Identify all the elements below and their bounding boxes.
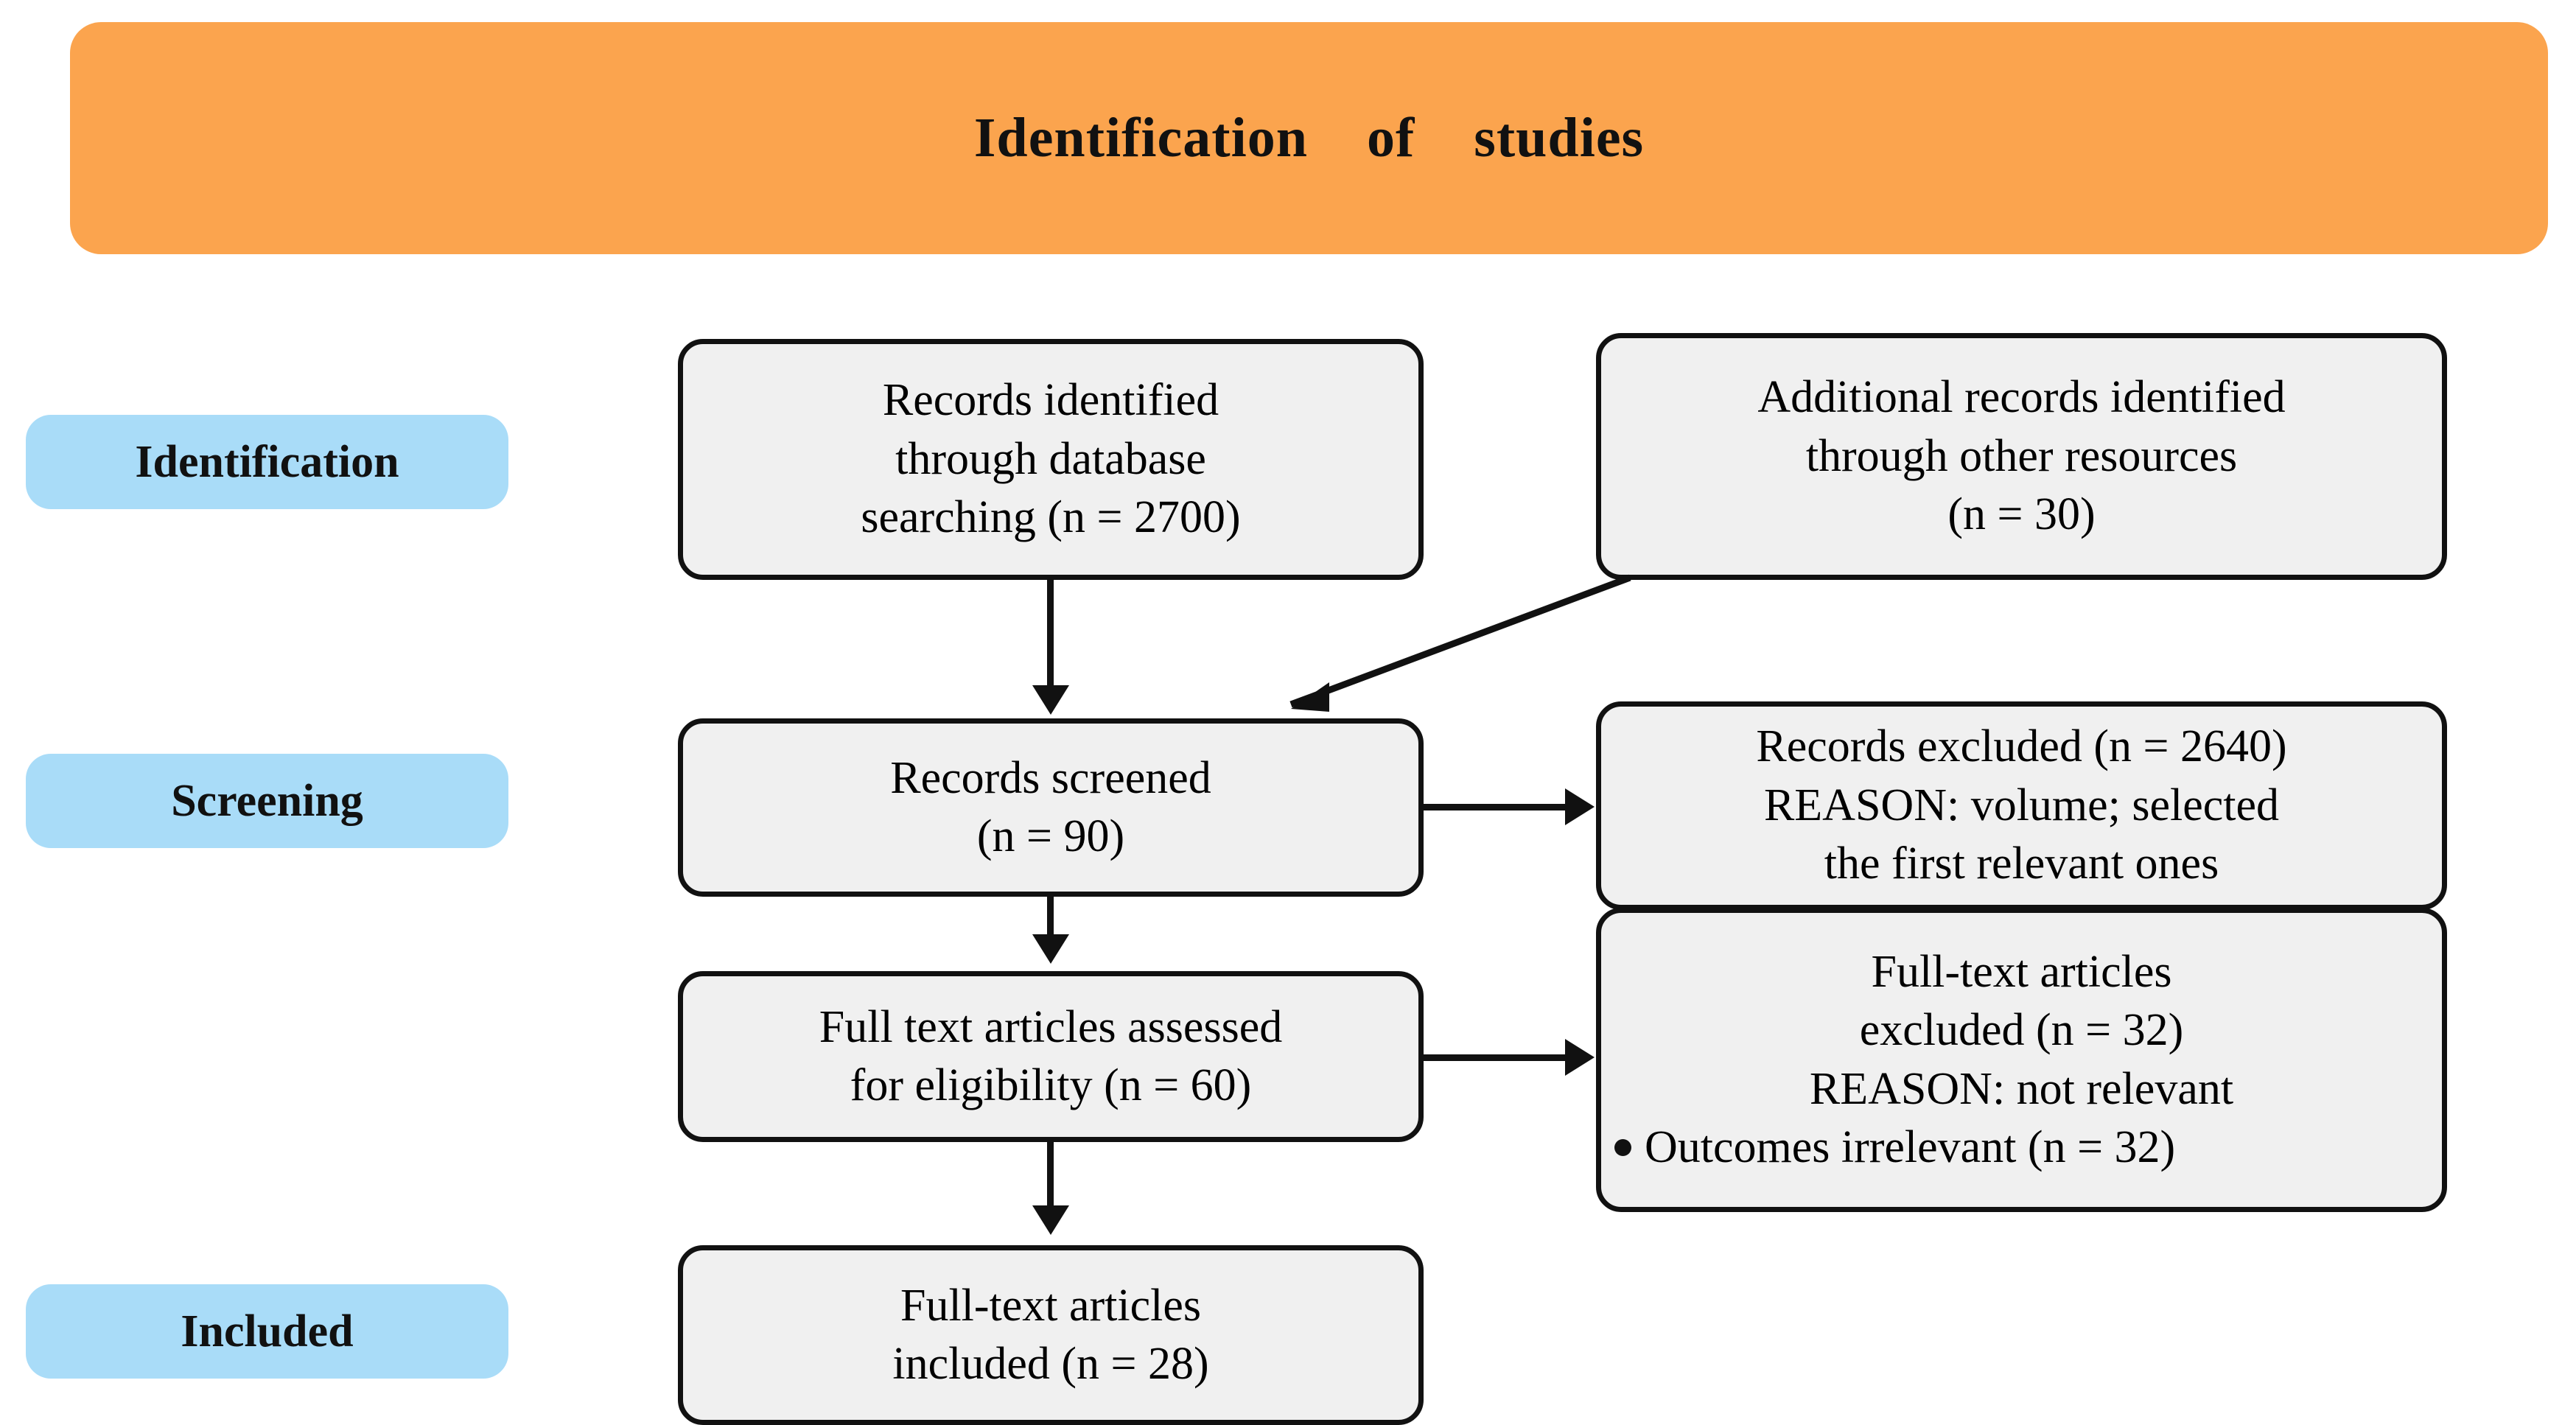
flow-box-fulltext-excluded: Full-text articles excluded (n = 32) REA… <box>1596 908 2447 1212</box>
flow-box-line: Full-text articles <box>900 1280 1202 1331</box>
flow-box-fulltext-assessed: Full text articles assessed for eligibil… <box>678 971 1424 1142</box>
flow-box-line: (n = 90) <box>976 811 1125 861</box>
connector-identified-to-screened <box>1047 580 1054 690</box>
arrowhead-down-icon <box>1032 1205 1069 1235</box>
stage-label-screening: Screening <box>171 775 363 826</box>
flow-box-line: REASON: volume; selected <box>1763 780 2280 830</box>
bullet-icon <box>1614 1139 1631 1157</box>
arrowhead-down-icon <box>1032 934 1069 964</box>
flow-box-line: Records identified <box>882 375 1219 426</box>
connector-screened-to-excluded <box>1424 804 1567 810</box>
page-title: Identification of studies <box>973 107 1645 169</box>
flow-box-line: the first relevant ones <box>1824 838 2219 889</box>
connector-additional-records-to-screened <box>1289 574 1631 712</box>
flow-box-records-screened: Records screened (n = 90) <box>678 718 1424 897</box>
stage-pill-screening: Screening <box>26 754 508 848</box>
flow-box-line: excluded (n = 32) <box>1859 1005 2184 1056</box>
flow-box-line: Records excluded (n = 2640) <box>1756 721 2287 772</box>
connector-assessed-to-included <box>1047 1142 1054 1211</box>
flow-box-line: (n = 30) <box>1947 489 2096 540</box>
flow-box-line: Full text articles assessed <box>819 1001 1283 1052</box>
flow-box-line: through other resources <box>1805 430 2238 481</box>
flow-box-bullet-label: Outcomes irrelevant (n = 32) <box>1645 1121 2176 1172</box>
flow-box-line: for eligibility (n = 60) <box>850 1060 1252 1110</box>
flow-box-line: Full-text articles <box>1871 946 2172 997</box>
arrowhead-right-icon <box>1565 788 1595 825</box>
flow-box-line: searching (n = 2700) <box>861 492 1241 543</box>
flow-box-additional-records: Additional records identified through ot… <box>1596 333 2447 580</box>
flow-box-line: REASON: not relevant <box>1809 1063 2234 1114</box>
flow-box-line: Records screened <box>890 752 1211 803</box>
flow-box-bullet-item: Outcomes irrelevant (n = 32) <box>1614 1118 2429 1177</box>
flow-box-line: Additional records identified <box>1757 372 2286 423</box>
stage-label-identification: Identification <box>135 436 399 487</box>
header-banner: Identification of studies <box>70 22 2548 254</box>
arrowhead-down-icon <box>1032 685 1069 715</box>
arrowhead-right-icon <box>1565 1039 1595 1076</box>
flow-box-fulltext-included: Full-text articles included (n = 28) <box>678 1245 1424 1425</box>
flow-box-line: through database <box>895 433 1206 484</box>
stage-pill-identification: Identification <box>26 415 508 509</box>
flow-box-records-identified: Records identified through database sear… <box>678 339 1424 580</box>
stage-label-included: Included <box>181 1306 354 1356</box>
flow-box-line: included (n = 28) <box>892 1339 1209 1389</box>
connector-assessed-to-fulltext-excluded <box>1424 1054 1567 1061</box>
connector-screened-to-assessed <box>1047 897 1054 939</box>
flow-box-records-excluded: Records excluded (n = 2640) REASON: volu… <box>1596 701 2447 910</box>
stage-pill-included: Included <box>26 1284 508 1379</box>
